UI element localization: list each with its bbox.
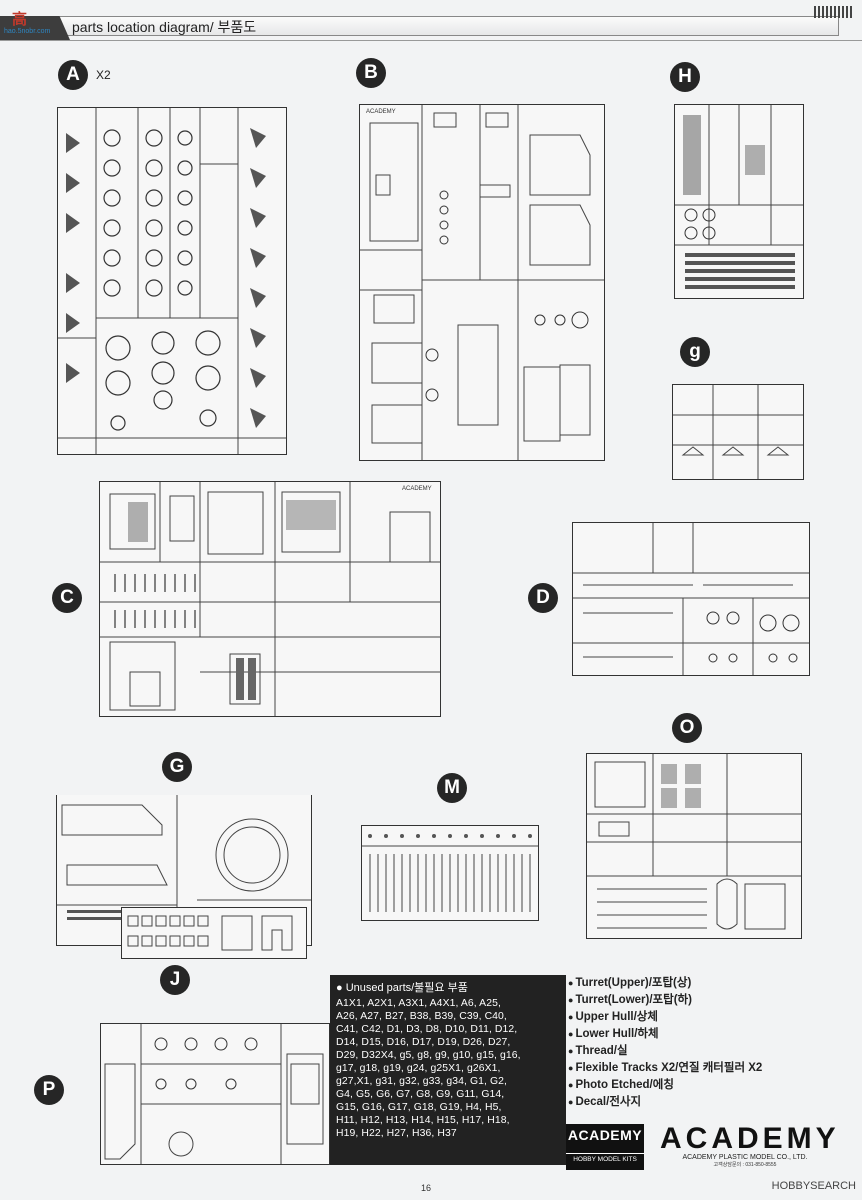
unused-line: A26, A27, B27, B38, B39, C39, C40, — [336, 1011, 507, 1022]
unused-line: A1X1, A2X1, A3X1, A4X1, A6, A25, — [336, 998, 501, 1009]
academy-logo: ACADEMY ACADEMY PLASTIC MODEL CO., LTD. … — [660, 1122, 840, 1169]
key-item: Thread/실 — [568, 1043, 828, 1060]
sprue-j-frame — [121, 907, 307, 959]
key-item: Turret(Upper)/포탑(상) — [568, 975, 828, 992]
sprue-a-frame — [57, 107, 287, 455]
page-number: 16 — [421, 1183, 432, 1193]
academy-badge-title: ACADEMY — [567, 1127, 643, 1143]
page-header: 高 hao.5nobr.com parts location diagram/ … — [0, 0, 862, 41]
sprue-d-badge: D — [528, 583, 558, 613]
key-item: Lower Hull/하체 — [568, 1026, 828, 1043]
unused-line: G4, G5, G6, G7, G8, G9, G11, G14, — [336, 1089, 505, 1100]
sprue-o-frame — [586, 753, 802, 939]
sprue-a-drawing — [58, 108, 286, 454]
sprue-o-badge: O — [672, 713, 702, 743]
unused-line: C41, C42, D1, D3, D8, D10, D11, D12, — [336, 1024, 518, 1035]
unused-line: G15, G16, G17, G18, G19, H4, H5, — [336, 1102, 502, 1113]
sprue-g-frame — [672, 384, 804, 480]
sprue-b-drawing — [360, 105, 604, 460]
sprue-m-drawing — [362, 834, 538, 912]
sprue-c-drawing — [100, 482, 440, 716]
header-decoration — [814, 6, 854, 18]
sprue-b-badge: B — [356, 58, 386, 88]
unused-line: g27,X1, g31, g32, g33, g34, G1, G2, — [336, 1076, 508, 1087]
unused-line: H19, H22, H27, H36, H37 — [336, 1128, 457, 1139]
sprue-gg-badge: G — [162, 752, 192, 782]
sprue-b-brand: ACADEMY — [366, 109, 396, 115]
header-tab — [0, 16, 70, 40]
sprue-j-badge: J — [160, 965, 190, 995]
academy-logo-sub: ACADEMY PLASTIC MODEL CO., LTD. — [682, 1154, 808, 1161]
sprue-h-drawing — [675, 105, 803, 289]
sprue-h-frame — [674, 104, 804, 299]
unused-parts-heading: ● Unused parts/불필요 부품 — [336, 982, 468, 994]
sprue-g-badge: g — [680, 337, 710, 367]
unused-line: D29, D32X4, g5, g8, g9, g10, g15, g16, — [336, 1050, 521, 1061]
key-item: Decal/전사지 — [568, 1094, 828, 1111]
key-item: Flexible Tracks X2/연질 캐터필러 X2 — [568, 1060, 828, 1077]
sprue-h-badge: H — [670, 62, 700, 92]
sprue-j-drawing — [127, 915, 293, 951]
key-item: Turret(Lower)/포탑(하) — [568, 992, 828, 1009]
sprue-c-frame: ACADEMY — [99, 481, 441, 717]
sprue-g-drawing — [673, 385, 803, 479]
academy-logo-contact: 고객상담문의 : 031-850-8555 — [713, 1162, 777, 1168]
sprue-b-frame: ACADEMY — [359, 104, 605, 461]
unused-line: H11, H12, H13, H14, H15, H17, H18, — [336, 1115, 510, 1126]
sprue-d-frame — [572, 522, 810, 676]
key-item: Photo Etched/에칭 — [568, 1077, 828, 1094]
academy-logo-text: ACADEMY — [660, 1122, 840, 1155]
site-logo-text: 高 — [12, 11, 28, 28]
sprue-c-badge: C — [52, 583, 82, 613]
site-logo-url: hao.5nobr.com — [4, 28, 51, 35]
unused-line: D14, D15, D16, D17, D19, D26, D27, — [336, 1037, 511, 1048]
sprue-a-badge: A — [58, 60, 88, 90]
sprue-p-frame — [100, 1023, 330, 1165]
academy-badge-sub: HOBBY MODEL KITS — [566, 1153, 644, 1163]
sprue-m-badge: M — [437, 773, 467, 803]
sprue-p-drawing — [104, 1024, 324, 1164]
sprue-m-frame — [361, 825, 539, 921]
site-logo: 高 hao.5nobr.com — [4, 8, 50, 35]
watermark: HOBBYSEARCH — [772, 1180, 856, 1192]
unused-line: g17, g18, g19, g24, g25X1, g26X1, — [336, 1063, 501, 1074]
academy-badge: ACADEMY HOBBY MODEL KITS — [566, 1124, 644, 1170]
watermark-text: HOBBYSEARCH — [771, 1180, 856, 1192]
contents-key-list: Turret(Upper)/포탑(상) Turret(Lower)/포탑(하) … — [568, 975, 828, 1111]
sprue-d-drawing — [573, 523, 809, 675]
unused-parts-heading-text: Unused parts/불필요 부품 — [345, 982, 468, 994]
unused-parts-box: ● Unused parts/불필요 부품 A1X1, A2X1, A3X1, … — [330, 975, 566, 1165]
header-bar — [28, 16, 839, 36]
key-item: Upper Hull/상체 — [568, 1009, 828, 1026]
sprue-c-brand: ACADEMY — [402, 486, 432, 492]
sprue-p-badge: P — [34, 1075, 64, 1105]
sprue-o-drawing — [587, 754, 801, 930]
page-title: parts location diagram/ 부품도 — [72, 19, 257, 35]
sprue-a-multiplier: X2 — [96, 68, 111, 82]
